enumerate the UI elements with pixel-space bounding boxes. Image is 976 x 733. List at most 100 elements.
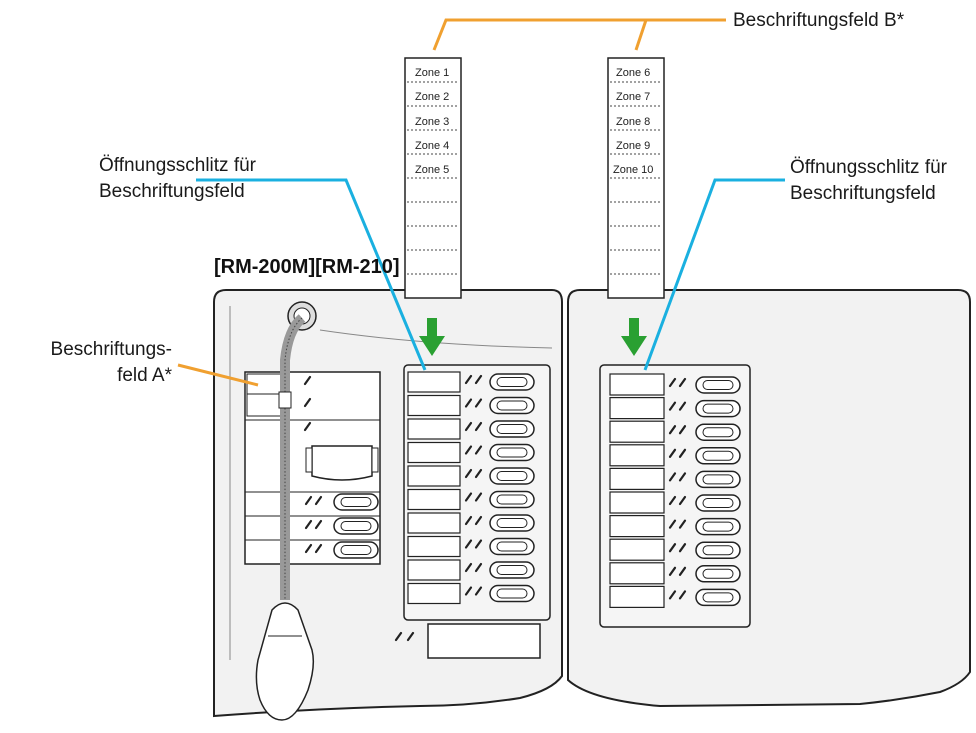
- label-slot: [407, 512, 461, 534]
- led-indicator: [678, 401, 687, 411]
- led-indicator: [314, 495, 323, 506]
- key-button-inner: [496, 377, 528, 387]
- led-indicator: [678, 472, 687, 482]
- led-indicator: [304, 495, 313, 506]
- led-indicator: [464, 374, 473, 385]
- callout-field-a-line1: Beschriftungs-: [50, 339, 172, 360]
- led-indicator: [474, 374, 483, 385]
- label-slot: [609, 514, 665, 538]
- leader-field-b-branch: [634, 19, 648, 51]
- key-button-inner: [496, 588, 528, 599]
- led-indicator: [668, 448, 677, 458]
- zone-label: Zone 2: [415, 91, 449, 103]
- label-slot: [407, 394, 461, 417]
- led-indicator: [394, 631, 403, 642]
- leader-slot-left: [196, 178, 427, 371]
- callout-field-a: Beschriftungs- feld A*: [14, 337, 172, 389]
- led-indicator: [464, 398, 473, 408]
- key-button-inner: [496, 400, 528, 411]
- zone-label: Zone 8: [616, 116, 650, 128]
- key-button-inner: [340, 545, 372, 555]
- callout-field-b-text: Beschriftungsfeld B*: [733, 10, 905, 31]
- callout-field-a-line2: feld A*: [117, 365, 172, 386]
- led-indicator: [668, 566, 677, 576]
- leader-field-b: [432, 18, 726, 51]
- led-indicator: [303, 421, 312, 432]
- key-button-inner: [702, 474, 734, 485]
- led-indicator: [303, 375, 312, 386]
- microphone-collar: [278, 391, 292, 409]
- insert-arrow-left: [419, 318, 445, 356]
- led-indicator: [464, 515, 473, 526]
- key-button-inner: [496, 471, 528, 481]
- led-indicator: [464, 562, 473, 573]
- led-indicator: [668, 472, 677, 482]
- label-slot: [407, 465, 461, 487]
- label-strip-right-dividers: [610, 81, 662, 275]
- led-indicator: [304, 519, 313, 530]
- label-slot: [609, 420, 665, 443]
- label-slot: [609, 491, 665, 514]
- led-indicator: [474, 445, 483, 455]
- led-indicator: [678, 519, 687, 529]
- label-slot: [407, 371, 461, 393]
- label-slot: [609, 538, 665, 561]
- led-indicator: [464, 468, 473, 479]
- led-indicator: [678, 566, 687, 576]
- left-label-rows: [407, 371, 535, 605]
- key-button-inner: [702, 498, 734, 508]
- led-indicator: [678, 425, 687, 435]
- main-display-window: [427, 623, 541, 659]
- field-a-led-ticks: [303, 375, 312, 432]
- key-button-inner: [702, 450, 734, 461]
- key-button-inner: [496, 447, 528, 458]
- led-indicator: [474, 492, 483, 502]
- led-indicator: [474, 398, 483, 408]
- model-title: [RM-200M][RM-210]: [214, 256, 400, 278]
- key-button-inner: [496, 565, 528, 575]
- key-button-inner: [702, 380, 734, 390]
- led-indicator: [474, 515, 483, 526]
- zone-label: Zone 9: [616, 140, 650, 152]
- led-indicator: [474, 539, 483, 549]
- led-indicator: [474, 421, 483, 432]
- led-indicator: [678, 543, 687, 553]
- label-slot: [407, 418, 461, 440]
- label-slot: [609, 467, 665, 490]
- key-button-inner: [702, 427, 734, 438]
- insert-arrow-right: [621, 318, 647, 356]
- leader-slot-right: [643, 178, 785, 371]
- key-button-inner: [702, 592, 734, 603]
- microphone-gooseneck-outline: [284, 317, 303, 600]
- led-indicator: [464, 492, 473, 502]
- callout-slot-right: Öffnungsschlitz für Beschriftungsfeld: [790, 155, 947, 207]
- led-indicator: [304, 543, 313, 554]
- callout-field-b: Beschriftungsfeld B*: [733, 8, 904, 34]
- zone-label: Zone 7: [616, 91, 650, 103]
- led-indicator: [464, 421, 473, 432]
- led-indicator: [406, 631, 415, 642]
- key-button-inner: [702, 521, 734, 532]
- zone-label: Zone 1: [415, 67, 449, 79]
- led-indicator: [314, 519, 323, 530]
- label-slot: [407, 535, 461, 558]
- callout-slot-left-line2: Beschriftungsfeld: [99, 181, 245, 202]
- right-label-rows: [609, 373, 741, 609]
- label-slot: [407, 488, 461, 511]
- led-indicator: [668, 401, 677, 411]
- led-indicator: [668, 377, 677, 388]
- label-slot: [407, 559, 461, 581]
- led-indicator: [668, 590, 677, 600]
- led-indicator: [464, 586, 473, 596]
- key-button-inner: [340, 521, 372, 531]
- leader-field-a: [177, 363, 259, 387]
- zone-label: Zone 10: [613, 164, 653, 176]
- label-slot: [609, 562, 665, 585]
- key-button-inner: [496, 541, 528, 552]
- key-button-inner: [702, 545, 734, 556]
- led-indicator: [464, 445, 473, 455]
- led-indicator: [303, 397, 312, 408]
- label-slot: [609, 373, 665, 396]
- key-button-inner: [340, 497, 372, 507]
